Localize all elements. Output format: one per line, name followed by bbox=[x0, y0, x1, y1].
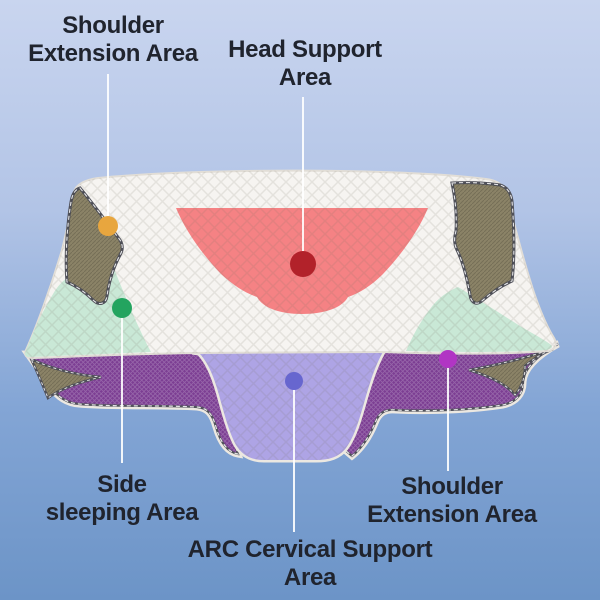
label-line: sleeping Area bbox=[45, 499, 199, 526]
label-line: Shoulder bbox=[401, 473, 503, 500]
label-line: Side bbox=[97, 471, 147, 498]
arc-cervical-marker bbox=[285, 372, 303, 390]
underside-gusset-right bbox=[468, 347, 554, 397]
head-support-marker bbox=[290, 251, 316, 277]
side-sleeping-marker bbox=[112, 298, 132, 318]
label-line: Shoulder bbox=[62, 12, 164, 39]
label-line: Extension Area bbox=[28, 40, 198, 67]
label-arc-cervical-support: ARC Cervical Support Area bbox=[185, 536, 435, 592]
label-line: Area bbox=[283, 564, 337, 591]
label-line: Extension Area bbox=[367, 501, 537, 528]
label-line: Head Support bbox=[228, 36, 382, 63]
label-shoulder-extension-top-left: Shoulder Extension Area bbox=[10, 12, 216, 68]
underside-gusset-left bbox=[28, 356, 102, 400]
shoulder-extension-bottom-marker bbox=[439, 350, 457, 368]
label-side-sleeping: Side sleeping Area bbox=[17, 471, 227, 527]
corner-gusset-top-left bbox=[64, 186, 124, 305]
label-line: ARC Cervical Support bbox=[187, 536, 433, 563]
arc-cervical-zone bbox=[191, 349, 388, 463]
shoulder-extension-top-marker bbox=[98, 216, 118, 236]
label-head-support: Head Support Area bbox=[205, 36, 405, 92]
corner-gusset-top-right bbox=[450, 181, 516, 305]
callout-lines bbox=[107, 74, 449, 532]
label-shoulder-extension-bottom-right: Shoulder Extension Area bbox=[347, 473, 557, 529]
label-line: Area bbox=[278, 64, 332, 91]
